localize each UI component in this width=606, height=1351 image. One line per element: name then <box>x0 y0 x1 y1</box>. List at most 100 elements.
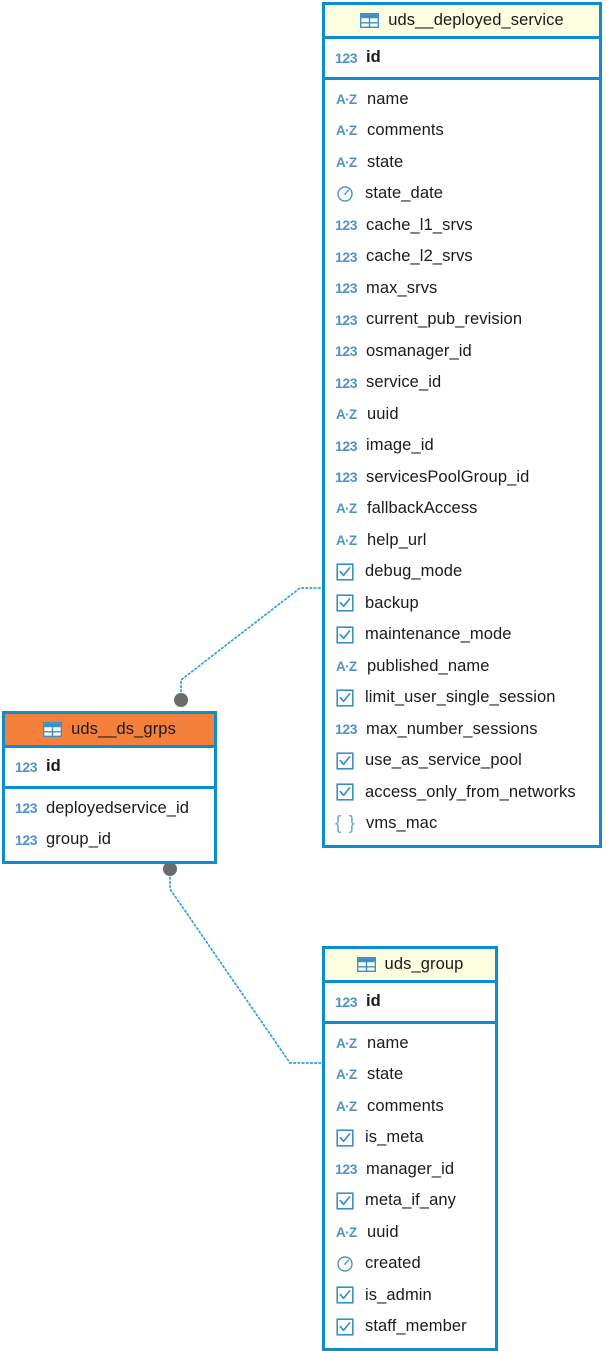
text-icon: A·Z <box>336 1035 357 1051</box>
column-name: max_number_sessions <box>366 719 538 738</box>
entity-header[interactable]: uds__ds_grps <box>5 714 214 748</box>
column-name: uuid <box>367 404 399 423</box>
relationship-endpoint-rel-group[interactable] <box>163 862 177 876</box>
text-icon: A·Z <box>336 406 357 422</box>
column-row[interactable]: limit_user_single_session <box>325 682 599 714</box>
number-icon: 123 <box>335 311 358 328</box>
column-name: state <box>367 1065 404 1084</box>
checkbox-icon <box>334 593 356 613</box>
column-row[interactable]: 123 current_pub_revision <box>325 304 599 336</box>
column-row[interactable]: meta_if_any <box>325 1185 495 1217</box>
column-name: cache_l2_srvs <box>366 247 473 266</box>
text-icon: A·Z <box>336 532 357 548</box>
column-name: image_id <box>366 436 434 455</box>
relationship-endpoint-rel-deployedservice[interactable] <box>174 693 188 707</box>
entity-header[interactable]: uds__deployed_service <box>325 5 599 39</box>
checkbox-icon <box>334 1191 356 1211</box>
checkbox-icon <box>334 1317 356 1337</box>
checkbox-icon <box>334 1128 356 1148</box>
column-row[interactable]: maintenance_mode <box>325 619 599 651</box>
column-row[interactable]: use_as_service_pool <box>325 745 599 777</box>
column-name: meta_if_any <box>365 1191 456 1210</box>
column-row[interactable]: 123 service_id <box>325 367 599 399</box>
column-row[interactable]: is_meta <box>325 1122 495 1154</box>
column-row[interactable]: { }vms_mac <box>325 808 599 840</box>
number-icon: 123 <box>15 831 38 848</box>
column-row[interactable]: A·Z comments <box>325 115 599 147</box>
relationship-line-rel-group <box>169 868 323 1064</box>
column-name: limit_user_single_session <box>365 688 556 707</box>
column-name: deployedservice_id <box>46 798 190 817</box>
column-name: backup <box>365 593 419 612</box>
column-row[interactable]: 123 cache_l1_srvs <box>325 210 599 242</box>
column-row[interactable]: debug_mode <box>325 556 599 588</box>
number-icon: 123 <box>335 374 358 391</box>
table-icon <box>360 12 380 29</box>
column-row[interactable]: backup <box>325 588 599 620</box>
column-name: name <box>367 89 409 108</box>
column-row[interactable]: created <box>325 1248 495 1280</box>
checkbox-icon <box>334 625 356 645</box>
column-name: current_pub_revision <box>366 310 523 329</box>
brace-icon: { } <box>335 812 356 834</box>
column-name: is_admin <box>365 1285 432 1304</box>
column-row[interactable]: 123 cache_l2_srvs <box>325 241 599 273</box>
number-icon: 123 <box>335 469 358 486</box>
column-name: created <box>365 1254 421 1273</box>
column-name: staff_member <box>365 1317 467 1336</box>
text-icon: A·Z <box>336 123 357 139</box>
column-name: comments <box>367 1096 444 1115</box>
number-icon: 123 <box>335 217 358 234</box>
column-row[interactable]: 123 group_id <box>5 824 214 856</box>
column-name: group_id <box>46 830 112 849</box>
column-row[interactable]: A·Z uuid <box>325 1217 495 1249</box>
column-name: service_id <box>366 373 442 392</box>
column-name: is_meta <box>365 1128 424 1147</box>
column-row[interactable]: is_admin <box>325 1280 495 1312</box>
column-name: max_srvs <box>366 278 438 297</box>
column-name: help_url <box>367 530 427 549</box>
column-row[interactable]: staff_member <box>325 1311 495 1343</box>
clock-icon <box>334 1254 356 1274</box>
number-icon: 123 <box>335 993 358 1010</box>
column-row[interactable]: 123 osmanager_id <box>325 336 599 368</box>
column-name: uuid <box>367 1222 399 1241</box>
number-icon: 123 <box>335 343 358 360</box>
number-icon: 123 <box>335 248 358 265</box>
checkbox-icon <box>334 1285 356 1305</box>
text-icon: A·Z <box>336 658 357 674</box>
column-row[interactable]: A·Z help_url <box>325 525 599 557</box>
column-row[interactable]: state_date <box>325 178 599 210</box>
column-row[interactable]: access_only_from_networks <box>325 777 599 809</box>
column-row[interactable]: A·Z uuid <box>325 399 599 431</box>
text-icon: A·Z <box>336 1224 357 1240</box>
column-name: comments <box>367 121 444 140</box>
entity-header[interactable]: uds_group <box>325 949 495 983</box>
column-name: cache_l1_srvs <box>366 215 473 234</box>
column-name: osmanager_id <box>366 341 472 360</box>
column-name: manager_id <box>366 1159 455 1178</box>
